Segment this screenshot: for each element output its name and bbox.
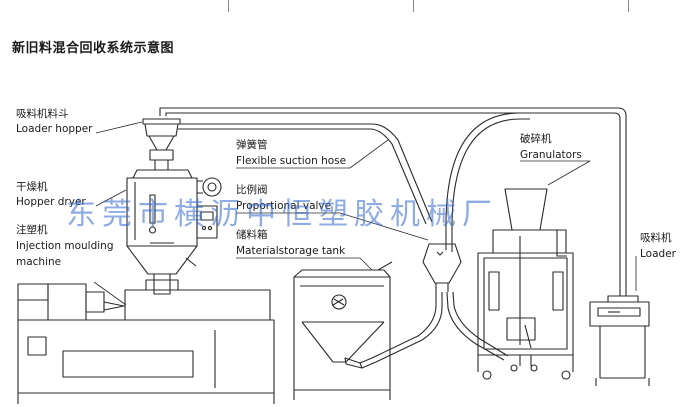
diagram-title: 新旧料混合回收系统示意图 xyxy=(12,41,175,56)
hopper-dryer xyxy=(126,169,222,295)
hopper-dryer-label-cn: 干燥机 xyxy=(16,181,48,193)
valve-label-en: Proportional valve xyxy=(236,200,332,212)
granulator-label-cn: 破碎机 xyxy=(520,133,552,145)
loader-hopper-label-cn: 吸料机料斗 xyxy=(16,108,69,120)
valve-label-cn: 比例阀 xyxy=(236,184,268,196)
loader-label-cn: 吸料机 xyxy=(640,232,672,244)
material-storage-tank xyxy=(293,261,393,400)
hose-label-cn: 弹簧管 xyxy=(236,139,268,151)
top-tick-mark xyxy=(413,0,414,12)
injection-moulding-machine xyxy=(17,279,275,404)
loader-label-en: Loader xyxy=(640,248,676,260)
tank-label-en: Materialstorage tank xyxy=(236,245,346,257)
loader-hopper-label-en: Loader hopper xyxy=(16,123,93,135)
loader xyxy=(589,295,650,386)
tank-label-cn: 储料箱 xyxy=(236,229,268,241)
top-tick-mark xyxy=(228,0,229,12)
suction-pipe-top xyxy=(159,107,627,296)
granulator-label-en: Granulators xyxy=(520,149,582,161)
injection-machine-label-en-2: machine xyxy=(16,256,62,268)
proportional-valve xyxy=(422,243,462,292)
feed-pipe-to-tank xyxy=(344,292,443,369)
flexible-suction-hose xyxy=(178,123,433,225)
leader-lines xyxy=(93,121,637,306)
top-tick-mark xyxy=(628,0,629,12)
hose-label-en: Flexible suction hose xyxy=(236,155,347,167)
granulators xyxy=(477,188,574,380)
hopper-dryer-label-en: Hopper dryer xyxy=(16,196,86,208)
granulator-return-pipe xyxy=(445,112,540,252)
injection-machine-label-en-1: Injection moulding xyxy=(16,240,114,252)
company-watermark: 东莞市横沥中恒塑胶机械厂 xyxy=(66,197,498,232)
loader-hopper xyxy=(142,118,181,171)
injection-machine-label-cn: 注塑机 xyxy=(16,224,48,236)
feed-pipe-to-granulator xyxy=(446,291,509,361)
